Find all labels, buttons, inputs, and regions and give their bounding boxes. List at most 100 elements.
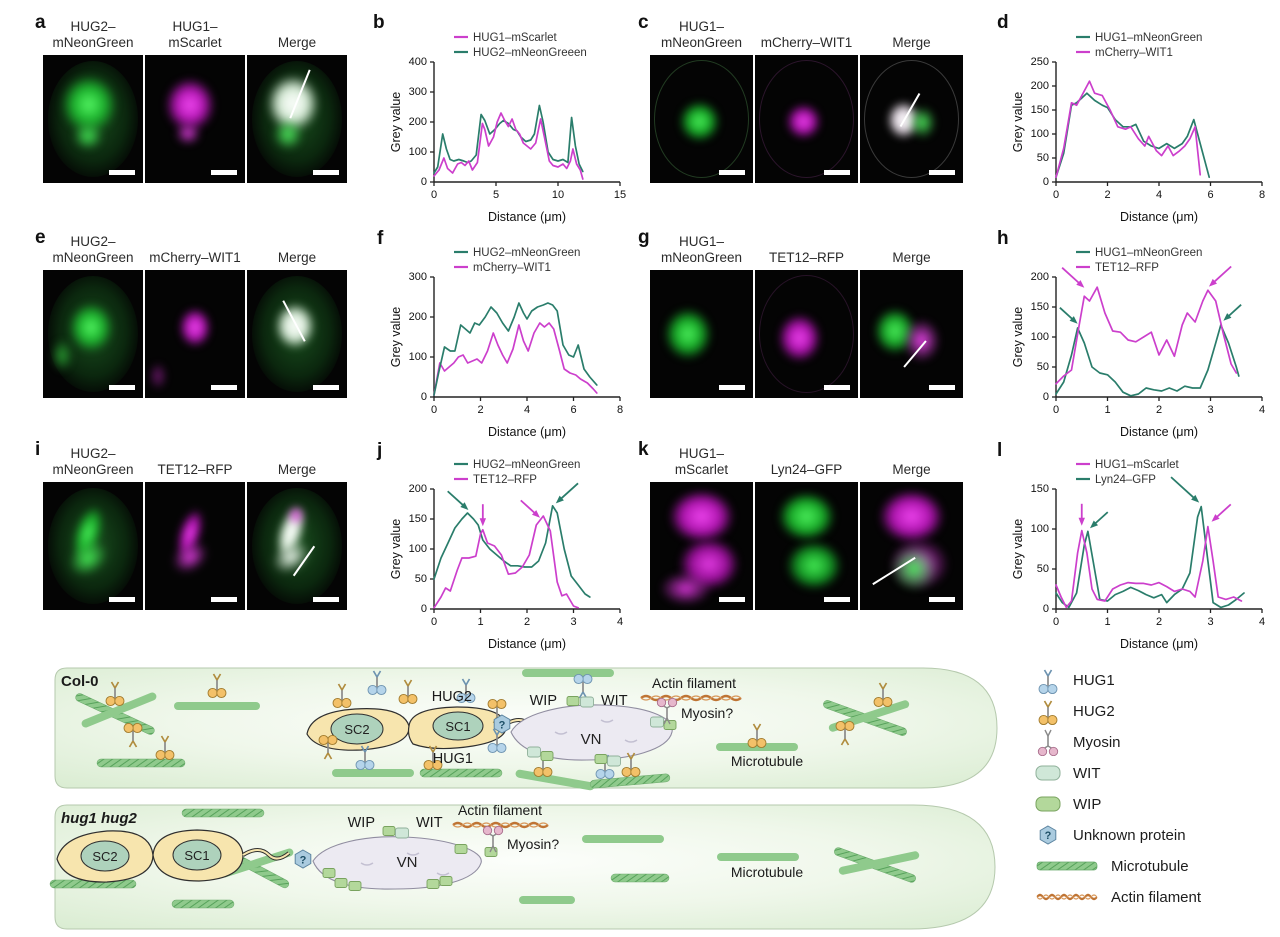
x-tick-label: 8 xyxy=(617,404,623,416)
micrograph-magenta xyxy=(755,270,858,398)
y-axis-label: Grey value xyxy=(389,92,403,152)
col0-title: Col-0 xyxy=(61,673,99,690)
svg-text:?: ? xyxy=(1045,830,1052,842)
channel-title: HUG2– xyxy=(70,445,116,461)
annotation-arrow xyxy=(1059,307,1074,320)
annotation-arrow xyxy=(560,482,579,500)
scale-bar xyxy=(719,385,745,390)
legend-label: Microtubule xyxy=(1111,857,1189,875)
y-tick-label: 200 xyxy=(1031,271,1049,283)
legend-row: Microtubule xyxy=(1035,854,1275,878)
scale-bar xyxy=(211,597,237,602)
myosin-label: Myosin? xyxy=(681,705,733,721)
x-tick-label: 0 xyxy=(1053,189,1059,201)
series-line-1 xyxy=(433,515,580,609)
x-tick-label: 6 xyxy=(570,404,576,416)
y-tick-label: 50 xyxy=(1037,361,1049,373)
panel-g: g HUG1–mNeonGreen TET12–RFP Merge xyxy=(638,225,963,398)
x-tick-label: 0 xyxy=(431,616,437,628)
x-tick-label: 3 xyxy=(1207,616,1213,628)
x-axis-label: Distance (μm) xyxy=(1120,425,1198,439)
legend-entry: TET12–RFP xyxy=(1095,262,1159,274)
channel-title: HUG1– xyxy=(678,18,724,34)
panel-letter-f: f xyxy=(377,228,384,249)
hug2-label: HUG2 xyxy=(432,689,472,705)
sc1-label: SC1 xyxy=(184,848,209,863)
scale-bar xyxy=(824,385,850,390)
x-tick-label: 4 xyxy=(524,404,530,416)
sperm-cells: SC2 SC1 xyxy=(306,706,551,751)
sc2-label: SC2 xyxy=(92,849,117,864)
panel-a-titles: HUG2–mNeonGreen HUG1–mScarlet Merge xyxy=(52,18,317,51)
microtubule-label: Microtubule xyxy=(731,864,804,880)
series-line-1 xyxy=(1055,286,1238,385)
x-tick-label: 2 xyxy=(1156,404,1162,416)
scale-bar xyxy=(313,385,339,390)
scale-bar xyxy=(719,170,745,175)
wip-label: WIP xyxy=(530,693,557,709)
scale-bar xyxy=(211,170,237,175)
x-tick-label: 8 xyxy=(1259,189,1265,201)
x-tick-label: 1 xyxy=(477,616,483,628)
channel-title: HUG1– xyxy=(678,233,724,249)
series-line-1 xyxy=(1055,80,1202,179)
legend-entry: HUG1–mNeonGreen xyxy=(1095,247,1202,259)
hug1-label: HUG1 xyxy=(433,751,473,767)
panel-letter-k: k xyxy=(638,439,649,460)
panel-i: i HUG2–mNeonGreen TET12–RFP Merge xyxy=(35,437,347,610)
y-tick-label: 200 xyxy=(1031,80,1049,92)
x-tick-label: 0 xyxy=(431,404,437,416)
pollen-tube-outline xyxy=(54,804,996,930)
channel-title: HUG1– xyxy=(172,18,218,34)
x-axis-label: Distance (μm) xyxy=(488,637,566,651)
x-tick-label: 10 xyxy=(552,189,564,201)
annotation-arrow xyxy=(1216,503,1232,518)
actin-filament-icon xyxy=(1035,890,1099,904)
y-tick-label: 150 xyxy=(1031,104,1049,116)
mutant-title: hug1 hug2 xyxy=(61,810,137,827)
panel-k: k HUG1–mScarlet Lyn24–GFP Merge xyxy=(638,437,963,610)
micrograph-merge xyxy=(860,482,963,610)
x-tick-label: 4 xyxy=(617,616,623,628)
myosin-label: Myosin? xyxy=(507,836,559,852)
y-axis-label: Grey value xyxy=(1011,519,1025,579)
x-tick-label: 2 xyxy=(1104,189,1110,201)
micrograph-magenta xyxy=(650,482,753,610)
legend-label: Myosin xyxy=(1073,733,1121,751)
micrograph-magenta xyxy=(145,55,245,183)
annotation-arrow xyxy=(447,490,464,506)
micrograph-green xyxy=(650,270,753,398)
x-tick-label: 15 xyxy=(614,189,626,201)
panel-letter-c: c xyxy=(638,12,649,33)
panel-letter-l: l xyxy=(997,440,1003,461)
channel-title: HUG2– xyxy=(70,233,116,249)
x-tick-label: 2 xyxy=(524,616,530,628)
micrograph-merge xyxy=(247,55,347,183)
series-line-0 xyxy=(433,504,591,598)
x-tick-label: 0 xyxy=(1053,404,1059,416)
y-tick-label: 150 xyxy=(1031,483,1049,495)
panel-c: c HUG1–mNeonGreen mCherry–WIT1 Merge xyxy=(638,10,963,183)
unknown-protein-icon: ? xyxy=(294,849,312,869)
legend-row: ? Unknown protein xyxy=(1035,823,1275,847)
wit-label: WIT xyxy=(601,693,628,709)
x-tick-label: 4 xyxy=(1156,189,1162,201)
legend-entry: HUG2–mNeonGreeen xyxy=(473,47,587,59)
annotation-arrow xyxy=(1094,511,1109,525)
x-tick-label: 4 xyxy=(1259,404,1265,416)
y-tick-label: 250 xyxy=(1031,56,1049,68)
micrograph-merge xyxy=(860,55,963,183)
scale-bar xyxy=(211,385,237,390)
micrograph-green xyxy=(43,270,143,398)
panel-letter-h: h xyxy=(997,228,1009,249)
question-mark: ? xyxy=(499,720,506,732)
micrograph-merge xyxy=(247,270,347,398)
